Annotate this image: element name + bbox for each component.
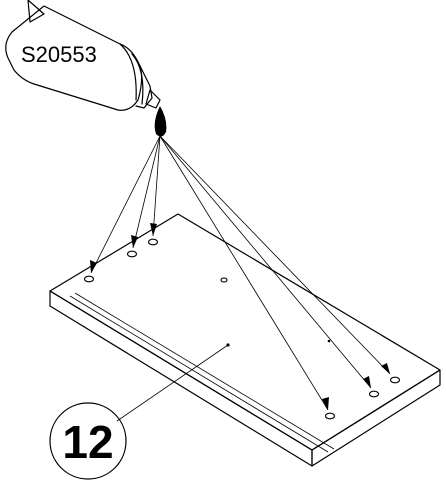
arrow-head-6 (381, 363, 390, 374)
panel-holes (83, 238, 401, 420)
tube-shoulder-1 (119, 43, 137, 101)
hole (368, 390, 380, 398)
glue-line-5 (159, 135, 372, 389)
arrow-head-2 (131, 235, 138, 248)
glue-tube-icon: S20553 (5, 0, 167, 137)
tube-body (5, 5, 143, 111)
panel-groove-line-2 (74, 292, 335, 450)
arrow-head-1 (90, 260, 97, 273)
panel-groove-line-1 (69, 295, 329, 453)
panel-top-face (49, 213, 441, 451)
arrow-head-4 (322, 397, 329, 410)
arrow-head-5 (363, 376, 371, 388)
arrow-head-3 (150, 223, 157, 236)
tube-shoulder-2 (131, 53, 144, 105)
hole (389, 376, 401, 384)
part-callout: 12 (49, 343, 230, 480)
callout-anchor-dot (226, 343, 230, 347)
part-number: 12 (62, 416, 113, 468)
glue-lines (90, 135, 391, 411)
callout-circle (49, 402, 127, 480)
callout-leader (116, 344, 229, 422)
glue-line-6 (159, 135, 391, 375)
glue-line-3 (152, 135, 161, 237)
marking-dot (327, 339, 331, 343)
glue-drop (154, 106, 167, 137)
tube-neck (135, 65, 153, 109)
hole (83, 275, 95, 283)
glue-line-4 (159, 135, 329, 411)
glue-line-1 (90, 135, 161, 274)
glue-line-2 (132, 135, 161, 249)
tube-nozzle (145, 89, 161, 109)
tube-crimp (27, 0, 45, 23)
hole (126, 250, 138, 258)
tube-label: S20553 (21, 42, 97, 67)
panel-side-edge (311, 369, 441, 467)
hole (220, 277, 228, 283)
hole (147, 238, 159, 246)
hole (324, 412, 336, 420)
